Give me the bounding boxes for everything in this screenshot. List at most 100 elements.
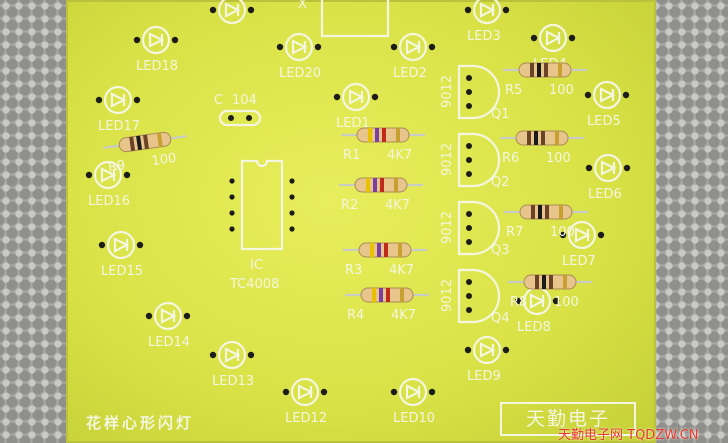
led-footprint: LED1 bbox=[333, 82, 379, 131]
ic-part: TC4008 bbox=[229, 277, 279, 292]
led-pad bbox=[585, 164, 593, 172]
led-outline bbox=[141, 25, 171, 55]
led-outline bbox=[93, 160, 123, 190]
capacitor-pad bbox=[246, 115, 252, 121]
led-diode-symbol bbox=[574, 227, 591, 243]
transistor-pad bbox=[466, 293, 472, 299]
led-outline bbox=[398, 377, 428, 407]
resistor-band bbox=[400, 288, 404, 302]
ic-pin-pad bbox=[229, 194, 235, 200]
led-label: LED14 bbox=[148, 335, 190, 350]
resistor-name: R9 bbox=[107, 158, 126, 175]
led-pad bbox=[390, 43, 398, 51]
led-label: LED7 bbox=[562, 254, 596, 269]
led-pad bbox=[98, 241, 106, 249]
led-pad bbox=[502, 346, 510, 354]
resistor-value: 4K7 bbox=[385, 198, 410, 213]
transistor-pad bbox=[466, 239, 472, 245]
led-footprint: LED20 bbox=[276, 32, 322, 81]
led-diode-symbol bbox=[348, 89, 365, 105]
resistor-band bbox=[559, 205, 563, 219]
resistor-band bbox=[396, 128, 400, 142]
led-diode-symbol bbox=[479, 2, 496, 18]
led-footprint: LED2 bbox=[390, 32, 436, 81]
resistor-band bbox=[384, 243, 388, 257]
resistor-value: 100 bbox=[549, 83, 574, 98]
resistor-band bbox=[527, 131, 531, 145]
ic-outline bbox=[240, 159, 284, 251]
resistor-band bbox=[375, 128, 379, 142]
led-footprint: LED16 bbox=[85, 160, 131, 209]
led-footprint bbox=[209, 0, 255, 25]
resistor-band bbox=[549, 275, 553, 289]
led-outline bbox=[472, 335, 502, 365]
led-diode-symbol bbox=[545, 30, 562, 46]
transistor-part: 9012 bbox=[440, 279, 455, 312]
led-outline bbox=[592, 80, 622, 110]
led-outline bbox=[153, 301, 183, 331]
resistor-value: 100 bbox=[546, 151, 571, 166]
transistor-pad bbox=[466, 143, 472, 149]
resistor-band bbox=[542, 275, 546, 289]
led-pad bbox=[247, 351, 255, 359]
led-label: LED17 bbox=[98, 119, 140, 134]
led-label: LED13 bbox=[212, 374, 254, 389]
led-footprint: LED18 bbox=[133, 25, 179, 74]
board-title: 花样心形闪灯 bbox=[86, 414, 195, 432]
resistor-band bbox=[136, 135, 143, 151]
led-label: LED3 bbox=[467, 29, 501, 44]
led-pad bbox=[514, 297, 522, 305]
ic-pin-pad bbox=[289, 178, 295, 184]
ic-pin-pad bbox=[229, 226, 235, 232]
led-pad bbox=[209, 351, 217, 359]
resistor-value: 4K7 bbox=[389, 263, 414, 278]
led-pad bbox=[464, 6, 472, 14]
transistor-pad bbox=[466, 103, 472, 109]
led-label: LED9 bbox=[467, 369, 501, 384]
led-diode-symbol bbox=[291, 39, 308, 55]
led-label: LED2 bbox=[393, 66, 427, 81]
led-diode-symbol bbox=[160, 308, 177, 324]
transistor-pad bbox=[466, 157, 472, 163]
capacitor-value: 104 bbox=[232, 93, 257, 108]
led-label: LED18 bbox=[136, 59, 178, 74]
led-pad bbox=[183, 312, 191, 320]
resistor-band bbox=[544, 63, 548, 77]
transistor-outline bbox=[457, 268, 501, 324]
led-outline bbox=[567, 220, 597, 250]
led-pad bbox=[95, 96, 103, 104]
led-footprint: LED3 bbox=[464, 0, 510, 44]
top-label-x: X bbox=[298, 0, 307, 12]
led-diode-symbol bbox=[148, 32, 165, 48]
led-pad bbox=[584, 91, 592, 99]
led-label: LED15 bbox=[101, 264, 143, 279]
led-diode-symbol bbox=[600, 160, 617, 176]
resistor-band bbox=[541, 131, 545, 145]
led-pad bbox=[123, 171, 131, 179]
led-pad bbox=[282, 388, 290, 396]
led-outline bbox=[398, 32, 428, 62]
led-label: LED1 bbox=[336, 116, 370, 131]
led-diode-symbol bbox=[297, 384, 314, 400]
resistor-band bbox=[370, 243, 374, 257]
resistor-name: R5 bbox=[505, 83, 522, 98]
ic-pin-pad bbox=[289, 194, 295, 200]
resistor-band bbox=[382, 128, 386, 142]
led-pad bbox=[145, 312, 153, 320]
resistor-name: R8 bbox=[510, 295, 527, 310]
led-diode-symbol bbox=[479, 342, 496, 358]
resistor-band bbox=[398, 243, 402, 257]
led-outline bbox=[593, 153, 623, 183]
led-pad bbox=[428, 43, 436, 51]
led-outline bbox=[103, 85, 133, 115]
led-footprint: LED15 bbox=[98, 230, 144, 279]
resistor-band bbox=[366, 178, 370, 192]
